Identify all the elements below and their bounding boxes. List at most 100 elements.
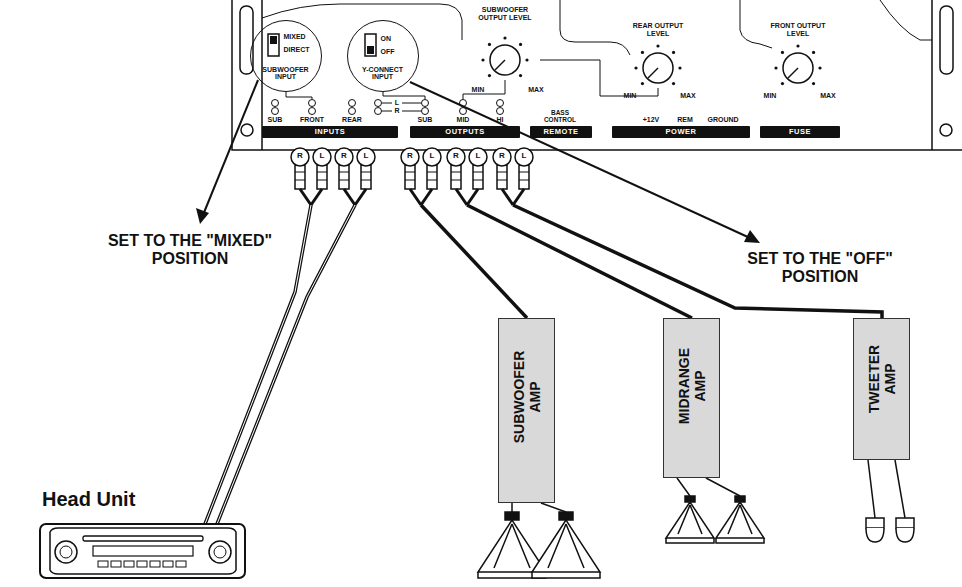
switch-title: Y-CONNECT INPUT [353, 66, 413, 81]
callout-arrow-line [203, 80, 258, 215]
switch-position: OFF [381, 48, 417, 56]
knob-dot [812, 82, 815, 85]
rca-jack [349, 100, 356, 107]
knob-pointer [495, 60, 505, 70]
knob-dot [481, 58, 484, 61]
knob-pointer [788, 68, 798, 78]
plug-ring [317, 172, 327, 180]
rca-jack [272, 108, 279, 115]
rca-cable [467, 205, 692, 318]
callout-note: SET TO THE "OFF" POSITION [740, 250, 900, 285]
plug-ring [405, 172, 415, 180]
head-unit: Head Unit [38, 486, 253, 582]
plug-ring [427, 172, 437, 180]
arrowhead [744, 230, 760, 243]
speaker-wire [512, 503, 566, 512]
plug-ring [519, 172, 529, 180]
mounting-hole [940, 124, 952, 136]
level-knob [490, 45, 520, 75]
section-bar: INPUTS [262, 126, 398, 138]
switch-lever [270, 36, 277, 44]
panel-trace [880, 0, 932, 40]
plug-body [497, 165, 507, 189]
amplifier-box: TWEETER AMP [853, 318, 910, 460]
switch-position: ON [381, 35, 417, 43]
scale-mark: MIN [758, 92, 782, 100]
plug-head [469, 148, 487, 166]
device-name: Head Unit [42, 488, 249, 510]
slide-switch [365, 34, 376, 56]
tweeter-dome [896, 528, 914, 542]
rca-cable [217, 205, 355, 524]
plug-letter: R [338, 152, 350, 161]
plug-head [447, 148, 465, 166]
rca-jack [460, 108, 467, 115]
scale-mark: MAX [676, 92, 700, 100]
plug-letter: R [404, 152, 416, 161]
jack-label: SUB [410, 116, 440, 124]
plug-body [519, 165, 529, 189]
section-bar: OUTPUTS [410, 126, 520, 138]
tweeter-dome [866, 528, 884, 542]
switch-ring: MIXEDDIRECTSUBWOOFER INPUT [250, 20, 322, 92]
rca-jack [422, 100, 429, 107]
panel-trace [740, 0, 772, 48]
amplifier-box: MIDRANGE AMP [663, 318, 720, 478]
knob-dot [519, 43, 522, 46]
plug-lead [355, 189, 366, 205]
rca-jack [309, 100, 316, 107]
knob-dot [488, 43, 491, 46]
knob-dot [672, 82, 675, 85]
plug-lead [456, 189, 467, 205]
plug-ring [473, 172, 483, 180]
switch-title: SUBWOOFER INPUT [256, 66, 316, 81]
plug-letter: R [496, 152, 508, 161]
plug-letter: L [426, 152, 438, 161]
knob-dot [796, 44, 799, 47]
knob-title: REAR OUTPUT LEVEL [626, 22, 690, 37]
section-name: INPUTS [262, 128, 398, 136]
plug-letter: R [450, 152, 462, 161]
plug-ring [451, 172, 461, 180]
jack-label: REAR [337, 116, 367, 124]
head-unit-drawing [38, 522, 253, 582]
tweeter-body [866, 518, 884, 528]
power-terminal-label: REM [672, 116, 698, 124]
knob-dot [634, 66, 637, 69]
jack-label: FRONT [297, 116, 327, 124]
speaker-wire [677, 478, 740, 496]
rca-jack [349, 108, 356, 115]
cable-core [217, 205, 355, 524]
plug-body [473, 165, 483, 189]
plug-lead [467, 189, 478, 205]
knob-dots [481, 36, 821, 85]
knob-dot [525, 58, 528, 61]
head-unit-knob [55, 541, 77, 563]
power-terminal-label: +12V [638, 116, 664, 124]
panel-trace [383, 92, 425, 99]
knob-title: FRONT OUTPUT LEVEL [766, 22, 830, 37]
knob-dot [656, 44, 659, 47]
rca-jack [375, 108, 382, 115]
knob-dot [812, 51, 815, 54]
preset-button [137, 561, 147, 567]
knob-dot [641, 51, 644, 54]
plug-head [335, 148, 353, 166]
scale-mark: MAX [816, 92, 840, 100]
section-name: REMOTE [530, 128, 592, 136]
plug-lead [344, 189, 355, 205]
plug-body [361, 165, 371, 189]
plug-ring [361, 172, 371, 180]
display [93, 546, 193, 556]
panel-ear-edge [262, 0, 932, 150]
plug-letter: L [518, 152, 530, 161]
plug-body [317, 165, 327, 189]
scale-mark: MAX [524, 86, 548, 94]
rca-jack [497, 108, 504, 115]
panel-trace [262, 4, 462, 40]
speaker-cone [666, 502, 714, 543]
channel-label: L [392, 99, 402, 107]
knob-dot [488, 74, 491, 77]
plug-letter: L [360, 152, 372, 161]
rca-cable [421, 205, 527, 318]
